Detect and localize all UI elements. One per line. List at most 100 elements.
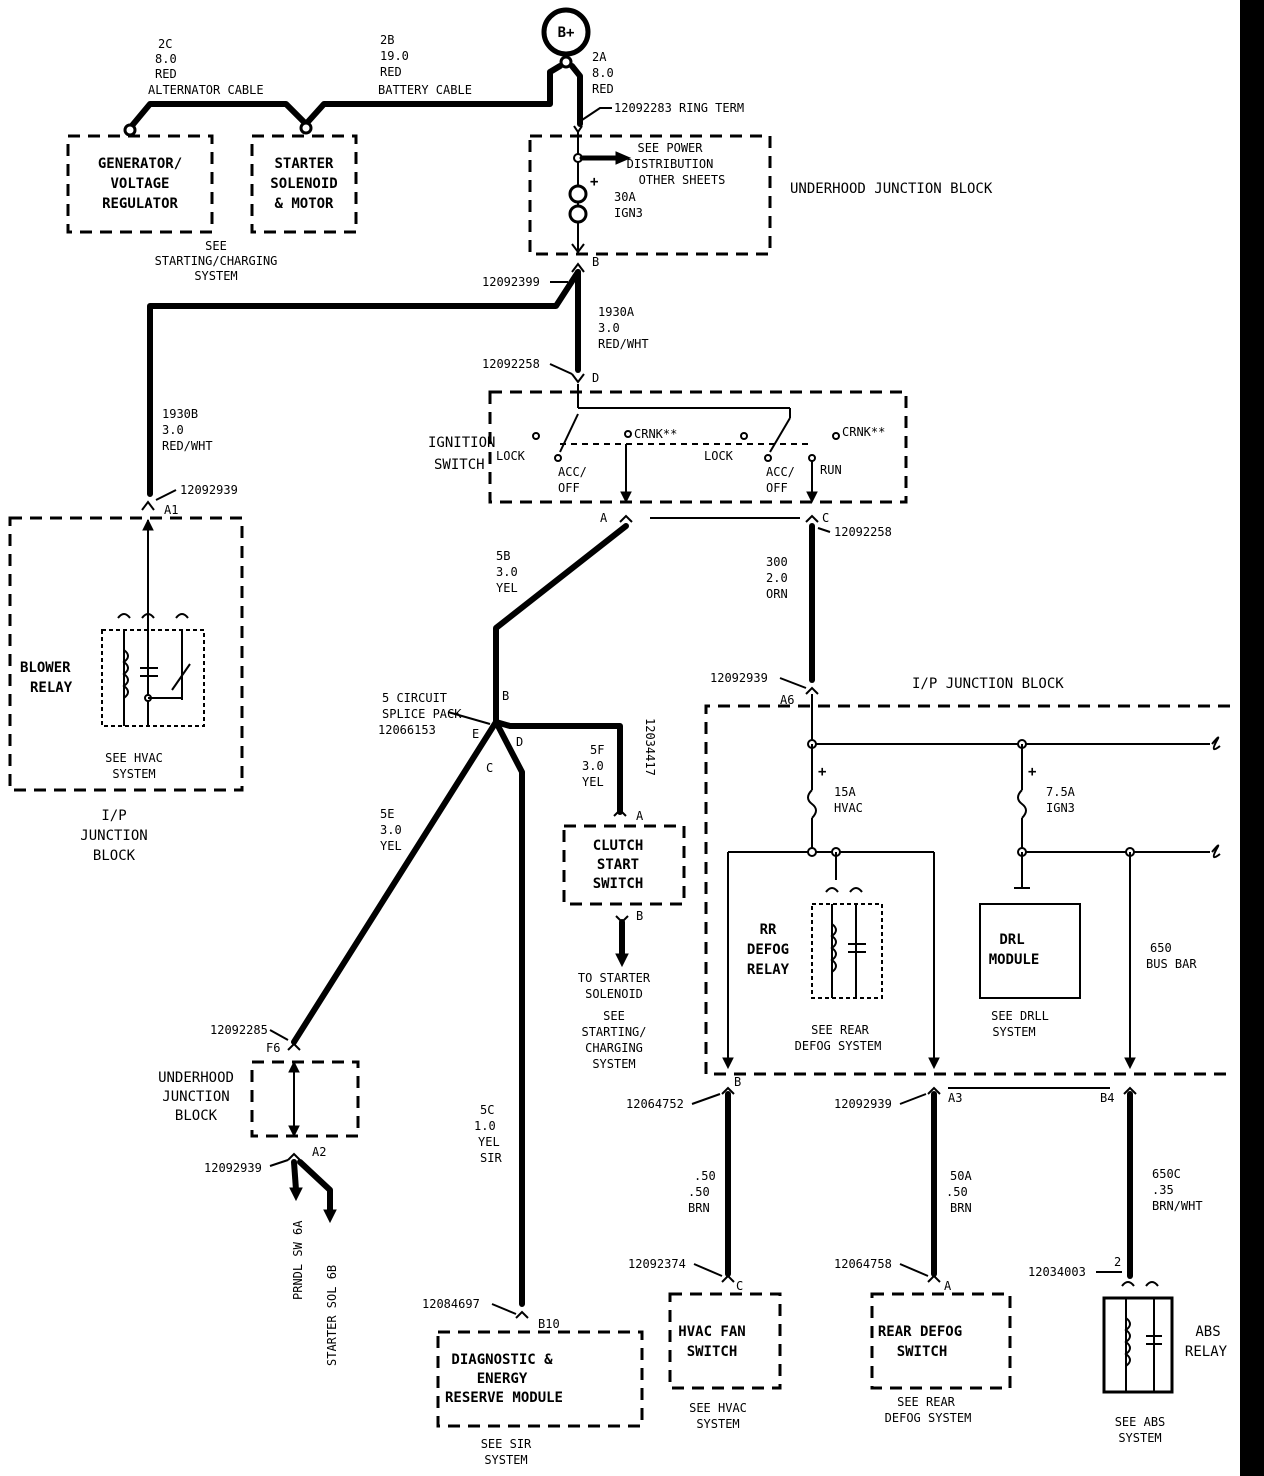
rr-defog-relay [811,887,883,999]
uhjb-small-box [250,1060,360,1138]
ipjb-left-box [8,516,244,792]
pin-2: 2 [1114,1255,1121,1269]
svg-text:5E: 5E [380,807,394,821]
fuse-30a-label: 30A IGN3 [614,190,643,220]
svg-text:RUN: RUN [820,463,842,477]
starter-label: STARTER SOLENOID & MOTOR [270,156,337,212]
clutch-switch-box [562,824,686,906]
conn-12092939-a3: 12092939 [834,1097,892,1111]
svg-text:3.0: 3.0 [582,759,604,773]
uhjb-box [528,134,772,256]
ipjb-busses: + + [722,694,1221,1070]
pin-a-rear: A [944,1279,952,1293]
svg-text:RED/WHT: RED/WHT [162,439,213,453]
ignition-title: IGNITION SWITCH [428,435,495,473]
svg-text:BRN: BRN [950,1201,972,1215]
see-hvac-1: SEE HVAC SYSTEM [105,751,163,781]
svg-text:SWITCH: SWITCH [897,1344,948,1360]
ignition-contacts [532,384,840,504]
pin-a-ign: A [600,511,608,525]
conn-12064752: 12064752 [626,1097,684,1111]
svg-text:YEL: YEL [380,839,402,853]
see-sir: SEE SIR SYSTEM [481,1437,532,1467]
hvac-fan-label: HVAC FAN SWITCH [678,1324,745,1360]
svg-text:DRL: DRL [999,932,1024,948]
right-border [1240,0,1264,1476]
wire-2c-label: 2C 8.0 RED ALTERNATOR CABLE [148,37,264,97]
svg-text:DEFOG: DEFOG [747,942,789,958]
pin-b-clutch: B [636,909,643,923]
svg-text:OTHER SHEETS: OTHER SHEETS [639,173,726,187]
svg-text:IGN3: IGN3 [614,206,643,220]
wire-5c [493,719,525,1307]
svg-text:CHARGING: CHARGING [585,1041,643,1055]
svg-text:650C: 650C [1152,1167,1181,1181]
svg-text:OFF: OFF [766,481,788,495]
svg-text:8.0: 8.0 [155,52,177,66]
svg-text:STARTER: STARTER [274,156,334,172]
svg-text:2C: 2C [158,37,172,51]
svg-text:8.0: 8.0 [592,66,614,80]
svg-text:RED/WHT: RED/WHT [598,337,649,351]
clutch-switch-label: CLUTCH START SWITCH [593,838,644,892]
svg-text:REGULATOR: REGULATOR [102,196,178,212]
svg-text:SWITCH: SWITCH [434,457,485,473]
svg-text:YEL: YEL [496,581,518,595]
derm-label: DIAGNOSTIC & ENERGY RESERVE MODULE [445,1352,563,1406]
svg-text:5 CIRCUIT: 5 CIRCUIT [382,691,447,705]
svg-text:ALTERNATOR CABLE: ALTERNATOR CABLE [148,83,264,97]
svg-text:BLOCK: BLOCK [175,1108,218,1124]
svg-text:LOCK: LOCK [704,449,734,463]
wire-5b [493,523,629,725]
wire-5e [291,719,499,1045]
wire-5f [493,719,623,815]
svg-text:RR: RR [760,922,777,938]
svg-text:1930B: 1930B [162,407,198,421]
svg-text:15A: 15A [834,785,856,799]
svg-text:.35: .35 [1152,1183,1174,1197]
svg-text:.50: .50 [694,1169,716,1183]
svg-text:BRN/WHT: BRN/WHT [1152,1199,1203,1213]
svg-text:SEE SIR: SEE SIR [481,1437,532,1451]
battery-label: B+ [558,25,575,41]
see-hvac-2: SEE HVAC SYSTEM [689,1401,747,1431]
pin-a2: A2 [312,1145,326,1159]
rear-defog-switch-label: REAR DEFOG SWITCH [878,1324,962,1360]
wire-prndl [291,1159,299,1193]
svg-text:TO STARTER: TO STARTER [578,971,651,985]
derm-box [436,1330,644,1428]
rr-defog-label: RR DEFOG RELAY [747,922,790,978]
svg-text:VOLTAGE: VOLTAGE [110,176,169,192]
ignition-switch-box [488,390,908,504]
svg-text:SEE: SEE [205,239,227,253]
svg-text:SEE HVAC: SEE HVAC [689,1401,747,1415]
svg-text:5F: 5F [590,743,604,757]
conn-12092258-b: 12092258 [834,525,892,539]
svg-text:RELAY: RELAY [1185,1344,1228,1360]
svg-text:DEFOG SYSTEM: DEFOG SYSTEM [885,1411,972,1425]
see-rear-defog-2: SEE REAR DEFOG SYSTEM [885,1395,972,1425]
conn-12092399: 12092399 [482,275,540,289]
conn-12084697: 12084697 [422,1297,480,1311]
svg-text:30A: 30A [614,190,636,204]
svg-text:SYSTEM: SYSTEM [696,1417,739,1431]
svg-text:RED: RED [380,65,402,79]
svg-text:HVAC: HVAC [834,801,863,815]
svg-text:SEE: SEE [603,1009,625,1023]
svg-text:RESERVE MODULE: RESERVE MODULE [445,1390,563,1406]
uhjb-title: UNDERHOOD JUNCTION BLOCK [790,181,993,197]
power-dist-label: SEE POWER DISTRIBUTION OTHER SHEETS [627,141,726,187]
svg-text:SYSTEM: SYSTEM [484,1453,527,1467]
svg-text:SEE DRLL: SEE DRLL [991,1009,1049,1023]
svg-text:ORN: ORN [766,587,788,601]
svg-text:ACC/: ACC/ [558,465,587,479]
pin-c-splice: C [486,761,493,775]
svg-text:SWITCH: SWITCH [593,876,644,892]
pin-d-ign: D [592,371,599,385]
drl-label: DRL MODULE [989,932,1040,968]
wire-300-label: 300 2.0 ORN [766,555,788,601]
svg-text:BLOCK: BLOCK [93,848,136,864]
see-abs: SEE ABS SYSTEM [1115,1415,1166,1445]
svg-text:& MOTOR: & MOTOR [274,196,334,212]
svg-text:+: + [818,764,826,780]
